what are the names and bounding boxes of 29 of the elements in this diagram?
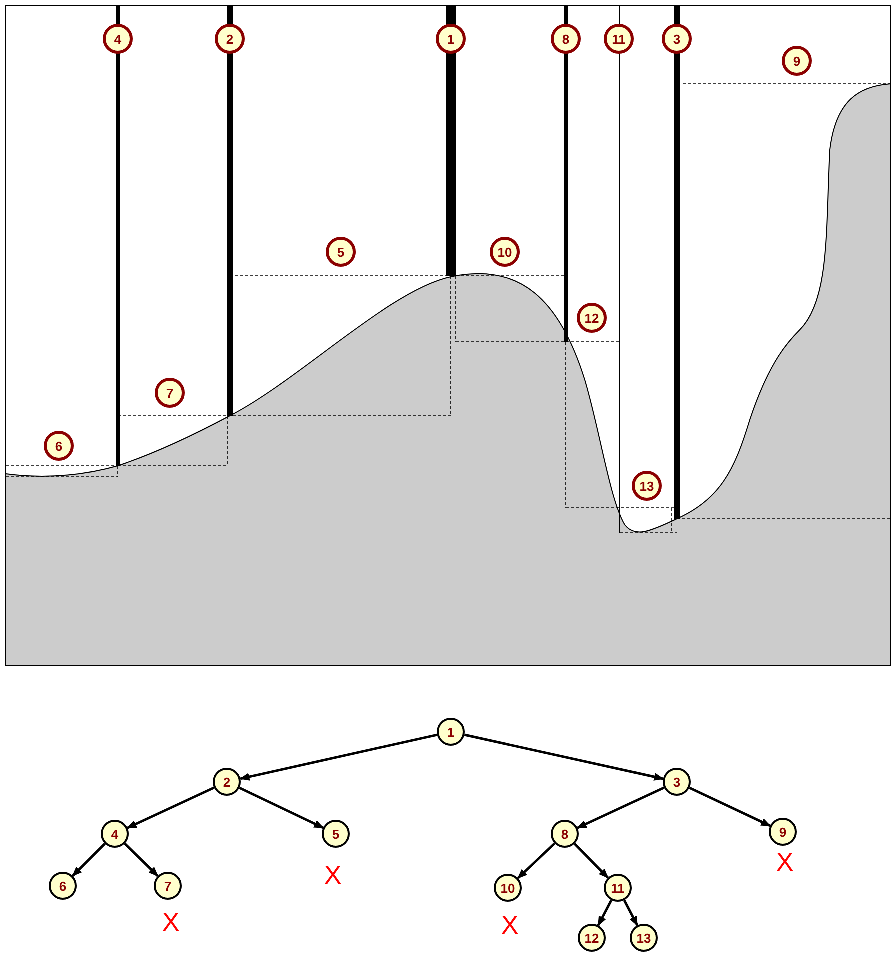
tree-node: 12: [578, 924, 606, 952]
tree-node: 3: [663, 768, 691, 796]
tree-node: 9: [769, 818, 797, 846]
tree-node: 2: [213, 768, 241, 796]
pruned-mark: X: [161, 909, 181, 935]
pruned-mark: X: [775, 849, 795, 875]
pruned-mark: X: [323, 862, 343, 888]
tree-node: 8: [551, 820, 579, 848]
tree-node: 1: [437, 718, 465, 746]
arrow: [126, 786, 215, 830]
tree-node: 4: [101, 820, 129, 848]
arrow: [517, 842, 556, 880]
arrow: [240, 734, 438, 781]
arrow: [124, 842, 159, 878]
pruned-mark: X: [500, 912, 520, 938]
tree-node: 13: [630, 924, 658, 952]
tree-node: 5: [322, 820, 350, 848]
arrow: [623, 900, 639, 926]
arrow: [239, 786, 324, 830]
arrow: [597, 900, 613, 926]
tree-node: 11: [604, 874, 632, 902]
arrow: [72, 843, 106, 877]
tree-node: 7: [154, 872, 182, 900]
arrow: [574, 843, 610, 879]
arrow: [464, 734, 664, 781]
tree-node: 10: [494, 874, 522, 902]
arrow: [576, 786, 665, 830]
tree-node: 6: [49, 872, 77, 900]
arrow: [689, 786, 772, 828]
